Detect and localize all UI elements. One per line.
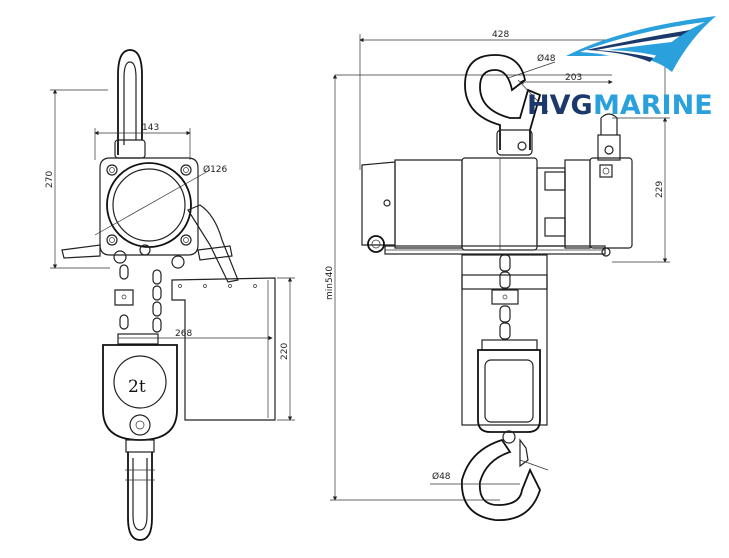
dim-wheel-diameter: Ø126 [203, 164, 228, 175]
base-rail [384, 245, 606, 255]
dim-side-height: 270 [45, 171, 55, 188]
dim-hook-offset: 203 [565, 73, 582, 83]
dim-hook-diameter-top: Ø48 [537, 53, 556, 64]
bottom-block-side: 2t [102, 333, 178, 441]
dim-hook-diameter-bottom: Ø48 [432, 471, 451, 482]
logo-word-marine: MARINE [593, 90, 713, 121]
top-hook-front [464, 54, 549, 156]
bottom-block-front [477, 339, 541, 444]
load-chain-front [491, 254, 519, 340]
dim-tray-height: 220 [280, 343, 290, 360]
top-hook-side [114, 49, 146, 159]
motor-left [361, 159, 463, 253]
load-chain-side [114, 264, 162, 333]
boat-swoosh-icon [566, 16, 716, 72]
hoist-body-side [94, 157, 211, 256]
bottom-hook-front [461, 438, 549, 521]
side-lever [61, 204, 239, 283]
gear-housing [461, 157, 591, 251]
chain-container [171, 277, 276, 421]
dim-overall-width: 428 [492, 30, 509, 40]
front-view: 428 203 Ø48 min540 229 [325, 30, 670, 521]
dim-hook-height: 229 [655, 181, 665, 198]
side-view: 143 270 Ø126 [45, 49, 295, 541]
dim-body-width: 143 [142, 123, 159, 133]
hvg-marine-logo: HVG MARINE [527, 16, 716, 121]
dim-min-height: min540 [325, 266, 335, 300]
capacity-label: 2t [128, 377, 146, 397]
dim-tray-width: 268 [175, 329, 192, 339]
logo-word-hvg: HVG [527, 90, 593, 121]
bottom-hook-side [125, 439, 155, 541]
control-box [589, 113, 633, 257]
